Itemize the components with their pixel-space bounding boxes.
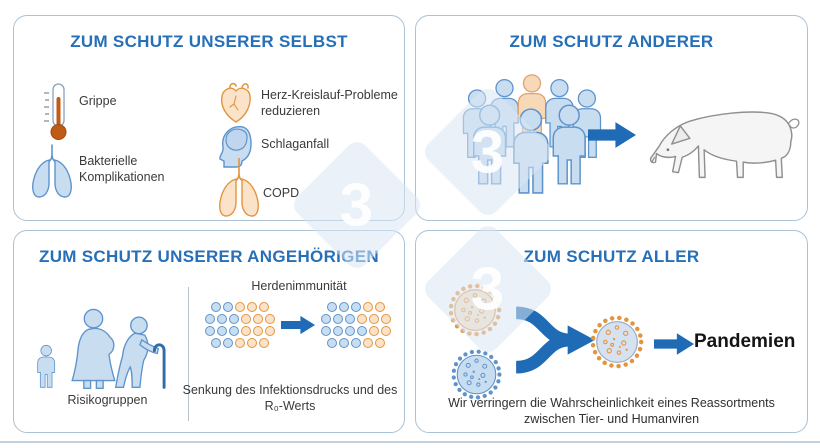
immune-dot — [321, 314, 331, 324]
label-reassortment-caption: Wir verringern die Wahrscheinlichkeit ei… — [448, 396, 775, 427]
immune-dot — [327, 338, 337, 348]
label-pandemien: Pandemien — [694, 331, 796, 352]
susceptible-dot — [265, 314, 275, 324]
susceptible-dot — [381, 314, 391, 324]
bottom-divider-line — [0, 441, 820, 443]
immune-dot — [321, 326, 331, 336]
heart-icon — [220, 82, 251, 123]
susceptible-dot — [253, 326, 263, 336]
susceptible-dot — [381, 326, 391, 336]
risk-groups-icon — [37, 308, 166, 389]
herd-immunity-diagram — [198, 301, 398, 349]
susceptible-dot — [259, 338, 269, 348]
immune-dot — [351, 338, 361, 348]
label-bakterielle: Bakterielle Komplikationen — [79, 154, 165, 184]
susceptible-dot — [241, 326, 251, 336]
susceptible-dot — [375, 302, 385, 312]
card-protect-others: ZUM SCHUTZ ANDERER — [415, 15, 808, 221]
card-title: ZUM SCHUTZ ANDERER — [509, 32, 714, 51]
immune-dot — [217, 326, 227, 336]
card-protect-family: ZUM SCHUTZ UNSERER ANGEHÖRIGEN Risikogru… — [13, 230, 405, 433]
susceptible-dot — [253, 314, 263, 324]
immune-dot — [205, 326, 215, 336]
label-risikogruppen: Risikogruppen — [67, 393, 148, 407]
dot-grid-after — [320, 301, 392, 349]
vertical-divider — [188, 287, 189, 421]
label-herdenimmunitaet: Herdenimmunität — [251, 279, 347, 293]
susceptible-dot — [369, 314, 379, 324]
pig-icon — [649, 111, 800, 179]
label-copd: COPD — [263, 186, 300, 200]
thermometer-icon — [44, 83, 67, 140]
susceptible-dot — [363, 338, 373, 348]
susceptible-dot — [369, 326, 379, 336]
label-senkung-infektionsdruck: Senkung des Infektionsdrucks und des R₀-… — [182, 383, 398, 413]
immune-dot — [345, 326, 355, 336]
susceptible-dot — [259, 302, 269, 312]
card-title: ZUM SCHUTZ ALLER — [523, 247, 700, 266]
immune-dot — [333, 326, 343, 336]
immune-dot — [345, 314, 355, 324]
dot-grid-before — [204, 301, 276, 349]
label-herz-kreislauf: Herz-Kreislauf-Probleme reduzieren — [261, 88, 398, 118]
immune-dot — [217, 314, 227, 324]
susceptible-dot — [247, 302, 257, 312]
susceptible-dot — [265, 326, 275, 336]
immune-dot — [333, 314, 343, 324]
immune-dot — [211, 302, 221, 312]
susceptible-dot — [235, 338, 245, 348]
susceptible-dot — [235, 302, 245, 312]
card-protect-ourselves: ZUM SCHUTZ UNSERER SELBST Grippe Bakteri… — [13, 15, 405, 221]
label-schlaganfall: Schlaganfall — [261, 137, 330, 151]
lungs-orange-icon — [219, 158, 259, 217]
lungs-blue-icon — [32, 144, 72, 198]
immune-dot — [229, 326, 239, 336]
susceptible-dot — [363, 302, 373, 312]
arrow-right-icon — [281, 315, 315, 335]
label-grippe: Grippe — [79, 94, 117, 108]
immune-dot — [357, 326, 367, 336]
card-title: ZUM SCHUTZ UNSERER SELBST — [70, 32, 348, 51]
arrow-right-icon — [654, 333, 694, 355]
susceptible-dot — [357, 314, 367, 324]
arrow-right-icon — [588, 122, 636, 148]
immune-dot — [223, 302, 233, 312]
immune-dot — [223, 338, 233, 348]
immune-dot — [229, 314, 239, 324]
virus-blue-icon — [451, 349, 502, 400]
immune-dot — [205, 314, 215, 324]
immune-dot — [339, 338, 349, 348]
susceptible-dot — [375, 338, 385, 348]
merge-arrow-icon — [515, 306, 595, 374]
virus-reassorted-icon — [590, 315, 644, 369]
card-title: ZUM SCHUTZ UNSERER ANGEHÖRIGEN — [39, 247, 379, 266]
card-protect-all: ZUM SCHUTZ ALLER Pandemien Wir verringer… — [415, 230, 808, 433]
immune-dot — [211, 338, 221, 348]
immune-dot — [327, 302, 337, 312]
virus-orange-icon — [448, 283, 502, 337]
susceptible-dot — [247, 338, 257, 348]
immune-dot — [339, 302, 349, 312]
immune-dot — [351, 302, 361, 312]
susceptible-dot — [241, 314, 251, 324]
